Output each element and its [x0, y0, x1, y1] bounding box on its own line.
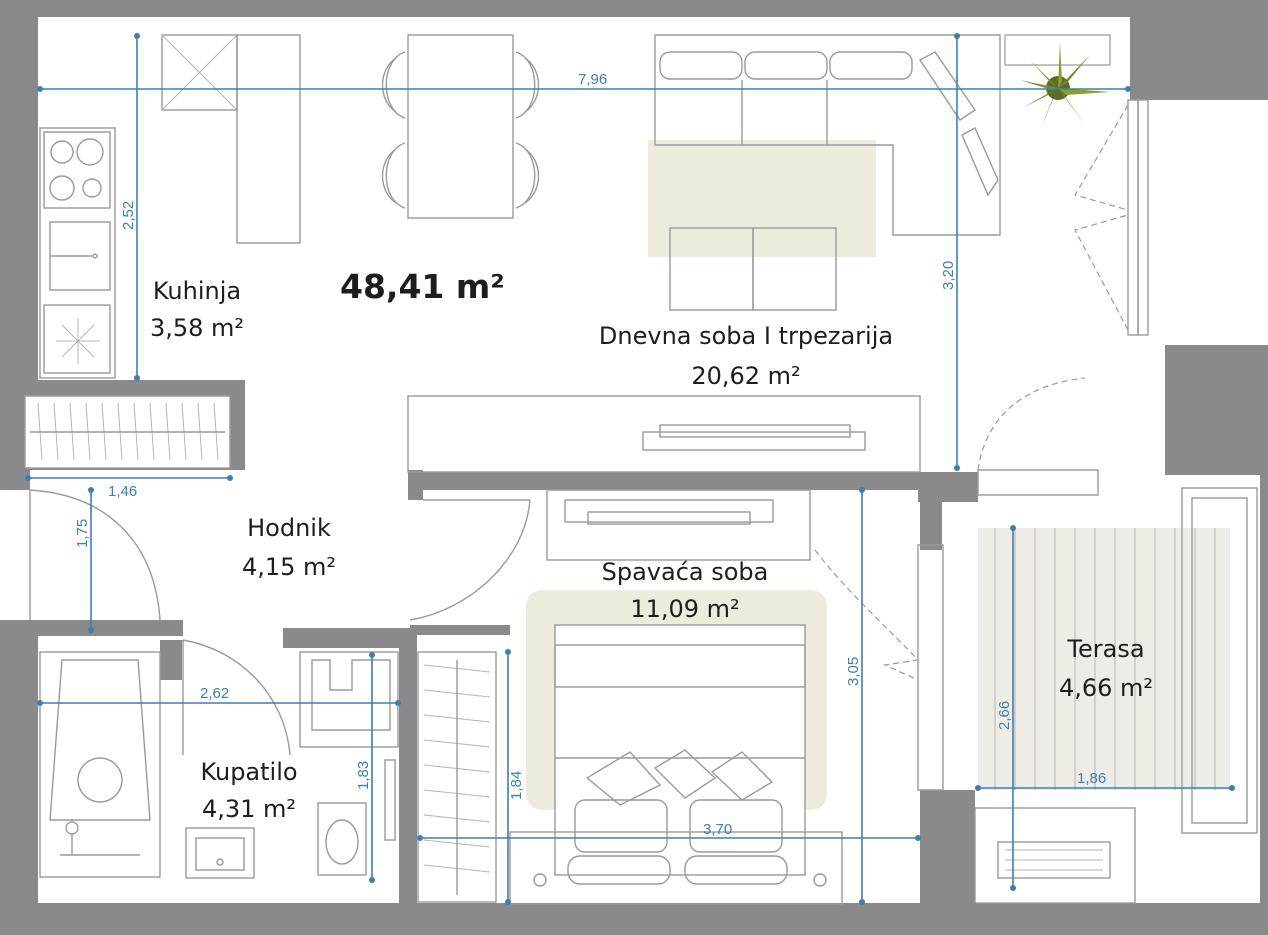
bedroom-area: 11,09 m² [630, 595, 739, 623]
living-area: 20,62 m² [691, 362, 800, 390]
dim-kitchen-depth: 2,52 [120, 201, 137, 230]
dim-bath-depth: 1,83 [355, 761, 372, 790]
bathroom-name: Kupatilo [200, 758, 297, 786]
dim-terrace-depth: 2,66 [996, 701, 1013, 730]
hall-area: 4,15 m² [242, 553, 336, 581]
bathroom-fixtures [39, 651, 399, 879]
dim-bed-width: 3,70 [703, 821, 732, 838]
total-area: 48,41 m² [340, 267, 505, 306]
dim-living-width: 7,96 [578, 71, 607, 88]
living-rug [648, 140, 876, 257]
bedroom-fixtures [417, 489, 944, 905]
dim-hall-depth: 1,75 [74, 519, 91, 548]
hall-wardrobe [24, 395, 231, 469]
hall-name: Hodnik [247, 514, 331, 542]
snowflake-icon [56, 318, 100, 364]
bedroom-name: Spavaća soba [602, 558, 769, 586]
plant-icon [1004, 34, 1111, 130]
kitchen-name: Kuhinja [153, 277, 241, 305]
hall-doors [29, 489, 531, 756]
terrace [974, 487, 1258, 904]
dining-table [381, 34, 540, 219]
living-window [977, 99, 1149, 496]
terrace-floor [978, 528, 1230, 790]
dimension-labels: 7,96 2,52 3,20 1,46 1,75 2,62 1,83 1,84 … [74, 71, 1106, 838]
terrace-name: Terasa [1066, 635, 1144, 663]
dim-hall-width: 1,46 [108, 483, 137, 500]
dim-bath-width: 2,62 [200, 685, 229, 702]
dim-terrace-width: 1,86 [1077, 770, 1106, 787]
dimension-lines [25, 33, 1235, 905]
dim-bed-depth-left: 1,84 [508, 771, 525, 800]
room-labels: 48,41 m² Kuhinja 3,58 m² Dnevna soba I t… [150, 267, 1153, 823]
sofa [648, 34, 1001, 311]
bathroom-area: 4,31 m² [202, 795, 296, 823]
dim-living-depth: 3,20 [940, 261, 957, 290]
terrace-area: 4,66 m² [1059, 674, 1153, 702]
tv-unit [407, 395, 921, 473]
living-name: Dnevna soba I trpezarija [599, 322, 893, 350]
kitchen-fixtures [39, 34, 301, 379]
kitchen-area: 3,58 m² [150, 314, 244, 342]
dim-bed-depth: 3,05 [845, 657, 862, 686]
